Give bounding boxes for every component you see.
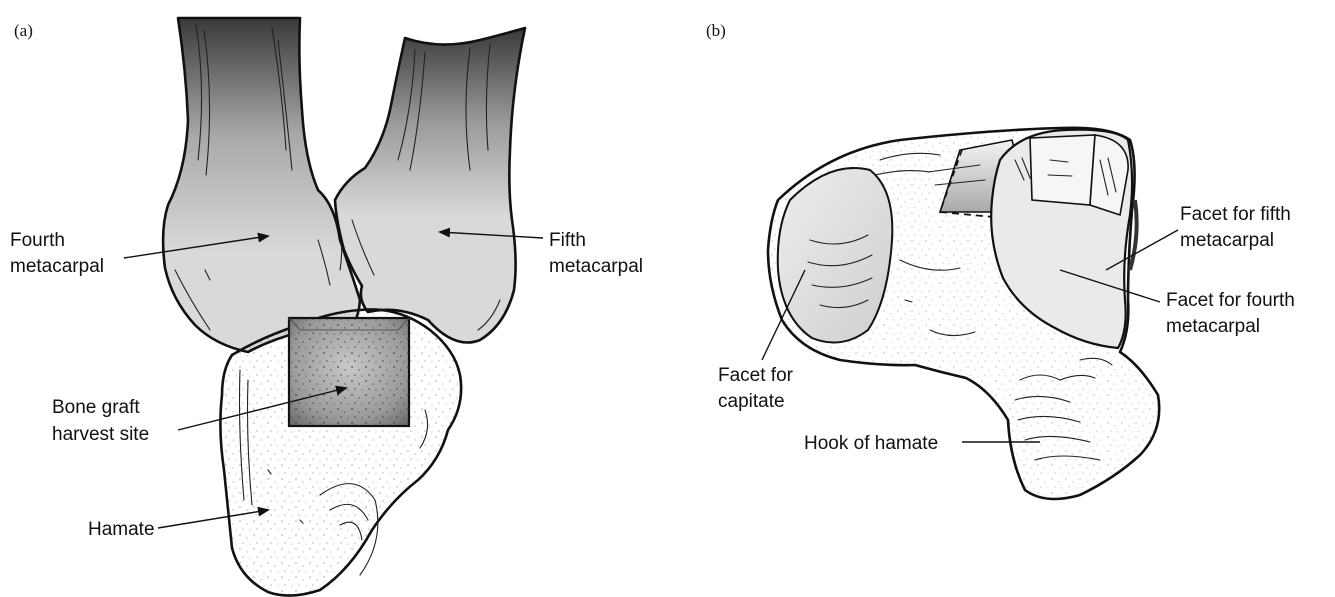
svg-text:Fifth: Fifth [549, 230, 586, 251]
panel-a-tag: (a) [14, 21, 33, 40]
svg-text:Facet for: Facet for [718, 365, 794, 386]
fourth-metacarpal-drawing [163, 18, 360, 352]
svg-text:harvest site: harvest site [52, 424, 149, 445]
panel-a: (a) [10, 18, 643, 596]
svg-text:Hook of hamate: Hook of hamate [804, 433, 938, 454]
svg-text:Fourth: Fourth [10, 230, 65, 251]
svg-text:Bone graft: Bone graft [52, 397, 140, 418]
label-hook-of-hamate: Hook of hamate [804, 433, 1040, 454]
svg-text:Facet for fifth: Facet for fifth [1180, 204, 1291, 225]
svg-text:metacarpal: metacarpal [10, 256, 104, 277]
svg-text:capitate: capitate [718, 391, 785, 412]
panel-b: (b) [706, 21, 1295, 499]
fifth-metacarpal-drawing [335, 28, 525, 343]
svg-text:metacarpal: metacarpal [1180, 230, 1274, 251]
panel-b-tag: (b) [706, 21, 726, 40]
svg-text:Hamate: Hamate [88, 519, 155, 540]
svg-text:metacarpal: metacarpal [549, 256, 643, 277]
svg-text:Facet for fourth: Facet for fourth [1166, 290, 1295, 311]
bone-graft-site [289, 318, 409, 426]
svg-text:metacarpal: metacarpal [1166, 316, 1260, 337]
